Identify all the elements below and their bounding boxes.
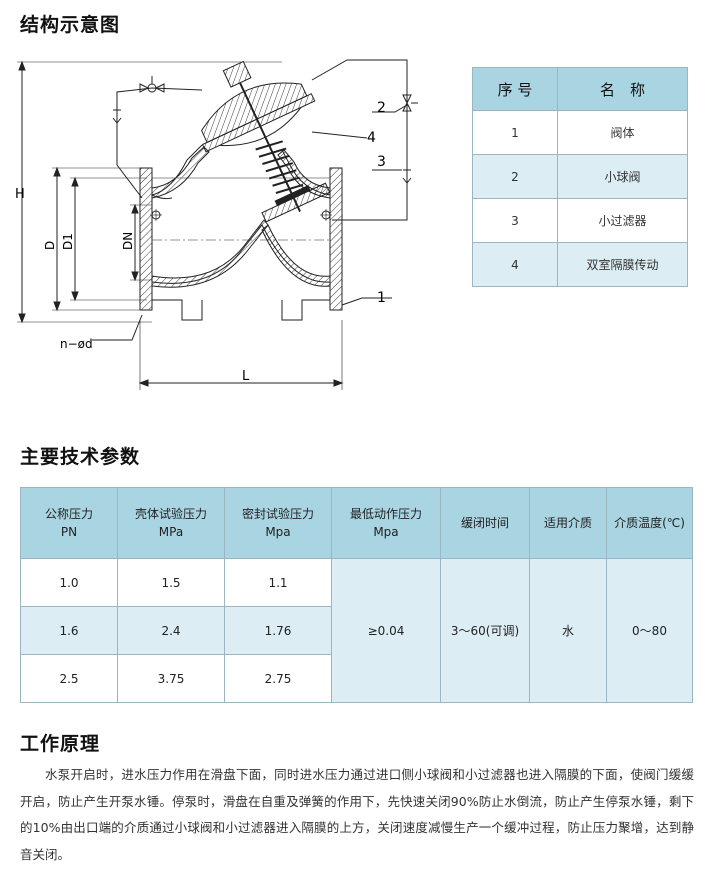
table-row: 4 双室隔膜传动 — [472, 242, 688, 287]
callout-1: 1 — [377, 290, 386, 306]
dim-H-label: H — [15, 187, 25, 202]
tech-cell-close-time: 3～60(可调) — [440, 558, 530, 703]
parts-cell: 双室隔膜传动 — [557, 242, 688, 287]
tech-cell: 2.5 — [20, 654, 118, 703]
table-row: 1.6 2.4 1.76 — [20, 606, 693, 655]
tech-cell: 1.76 — [224, 606, 332, 655]
callout-4: 4 — [367, 130, 376, 146]
table-row: 3 小过滤器 — [472, 198, 688, 243]
parts-cell: 2 — [472, 154, 558, 199]
callout-2: 2 — [377, 100, 386, 116]
parts-header-index: 序 号 — [472, 67, 558, 111]
principle-title: 工作原理 — [20, 733, 101, 755]
dim-D-label: D — [43, 241, 57, 250]
principle-paragraph: 水泵开启时，进水压力作用在滑盘下面，同时进水压力通过进口侧小球阀和小过滤器也进入… — [20, 767, 694, 862]
tech-cell: 1.0 — [20, 558, 118, 607]
tech-cell: 1.5 — [117, 558, 225, 607]
table-row: 1 阀体 — [472, 110, 688, 155]
tech-cell: 3.75 — [117, 654, 225, 703]
holes-label: n−ød — [60, 337, 93, 351]
parts-cell: 阀体 — [557, 110, 688, 155]
tech-title: 主要技术参数 — [20, 446, 141, 468]
tech-header: 缓闭时间 — [440, 487, 530, 559]
valve-structure-diagram: H D D1 DN L n−ød 1 2 3 4 — [15, 59, 418, 390]
dim-L-label: L — [242, 369, 250, 384]
tech-cell: 1.6 — [20, 606, 118, 655]
parts-table: 序 号 名 称 1 阀体 2 小球阀 3 小过滤器 4 双室隔膜传动 — [472, 67, 688, 287]
tech-cell: 2.4 — [117, 606, 225, 655]
structure-title: 结构示意图 — [20, 14, 121, 36]
parts-header-name: 名 称 — [557, 67, 688, 111]
dim-DN-label: DN — [121, 232, 135, 250]
parts-cell: 4 — [472, 242, 558, 287]
tech-header: 适用介质 — [529, 487, 607, 559]
table-row: 2.5 3.75 2.75 — [20, 654, 693, 703]
tech-header: 介质温度(℃) — [606, 487, 693, 559]
tech-cell: 2.75 — [224, 654, 332, 703]
parts-cell: 3 — [472, 198, 558, 243]
callout-3: 3 — [377, 154, 386, 170]
tech-cell-temperature: 0～80 — [606, 558, 693, 703]
tech-cell-medium: 水 — [529, 558, 607, 703]
tech-cell-min-pressure: ≥0.04 — [331, 558, 441, 703]
tech-cell: 1.1 — [224, 558, 332, 607]
parts-cell: 小球阀 — [557, 154, 688, 199]
parts-cell: 小过滤器 — [557, 198, 688, 243]
table-row: 1.0 1.5 1.1 ≥0.04 3～60(可调) 水 0～80 — [20, 558, 693, 703]
table-row: 2 小球阀 — [472, 154, 688, 199]
dim-D1-label: D1 — [61, 233, 75, 250]
parts-cell: 1 — [472, 110, 558, 155]
